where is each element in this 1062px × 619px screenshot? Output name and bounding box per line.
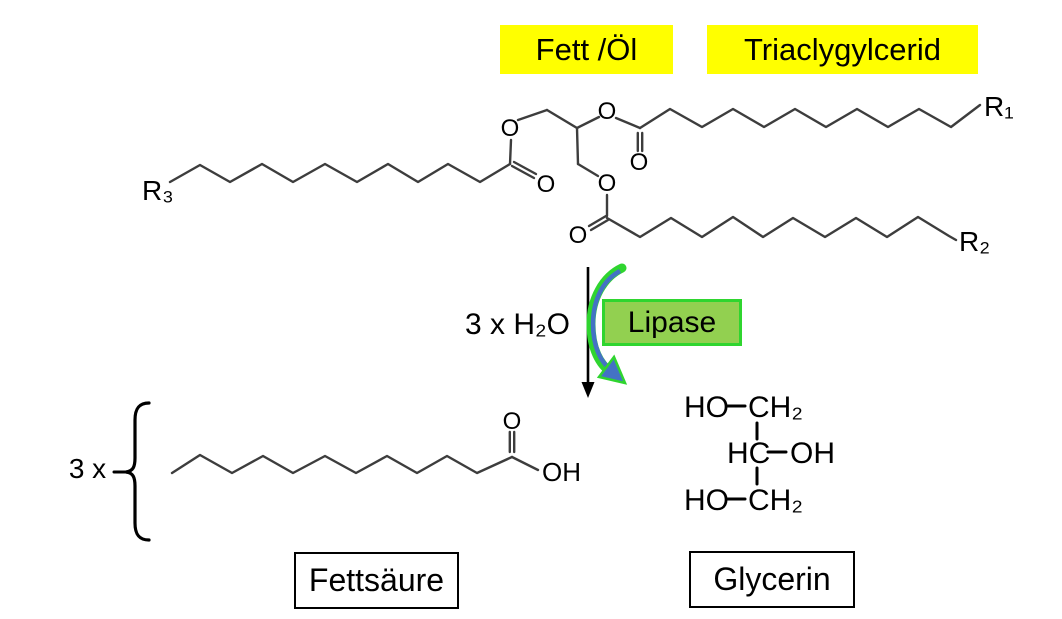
arrow-head [581, 382, 595, 398]
glycerin-name-box: Glycerin [689, 551, 855, 608]
ch2b-o2-bond [576, 162, 600, 178]
glycerin-ho-bottom: HO [684, 484, 729, 517]
triacylglycerid-label: Triaclygylcerid [744, 31, 941, 67]
triglyceride-structure: O O O O R₁ O O R₂ R [142, 91, 1014, 257]
multiplier-label: 3 x [68, 453, 107, 484]
fatty-acid-chain-bonds [170, 453, 514, 475]
lipase-box: Lipase [602, 299, 742, 346]
c3-o-ester-bond [508, 138, 513, 166]
lipase-curved-arrow-icon [586, 263, 628, 385]
c2-dbl-bond-2 [589, 218, 610, 232]
ch-ch2b-bond [575, 126, 580, 166]
r2-chain-bonds [605, 215, 958, 242]
ester1-o-atom: O [598, 98, 617, 125]
glycerin-oh-mid: OH [790, 437, 835, 470]
brace-icon [125, 401, 151, 542]
r1-chain-bonds [638, 103, 982, 130]
fatty-acid-structure: O OH [112, 401, 581, 542]
glycerin-ch2-top: CH₂ [748, 391, 803, 424]
fat-oil-highlight-box: Fett /Öl [500, 25, 673, 74]
fa-carbonyl-o-atom: O [503, 408, 522, 435]
glycerin-hc: HC [727, 437, 770, 470]
fatty-acid-name-box: Fettsäure [294, 552, 459, 609]
fatty-acid-label: Fettsäure [308, 562, 445, 598]
c3-dbl-bond-1 [510, 164, 536, 180]
o3-ch2-bond [516, 108, 549, 122]
fa-oh-atom: OH [542, 457, 581, 487]
glycerin-ho-top: HO [684, 391, 729, 424]
water-label: 3 x H₂O [465, 308, 570, 341]
ch2a-ch-bond [545, 108, 579, 130]
ester2-carbonyl-o-atom: O [569, 222, 588, 249]
c2-dbl-bond-1 [587, 214, 608, 228]
fa-oh-bond [510, 455, 540, 472]
fat-oil-label: Fett /Öl [535, 31, 638, 67]
glycerin-label: Glycerin [713, 561, 831, 597]
glycerin-structure: HO CH₂ HC OH HO CH₂ [684, 391, 835, 517]
glycerin-ch2-bottom: CH₂ [748, 484, 803, 517]
r2-label: R₂ [959, 226, 990, 257]
c3-dbl-bond-2 [512, 160, 538, 176]
lipase-label: Lipase [627, 305, 717, 339]
ester1-carbonyl-o-atom: O [630, 149, 649, 176]
ch-o1-bond [575, 115, 601, 130]
r3-chain-bonds [168, 162, 512, 184]
o1-c1-bond [614, 116, 642, 130]
curved-arrow-head [596, 354, 628, 385]
ester3-o-atom: O [501, 115, 520, 142]
curved-arrow-body [590, 269, 622, 371]
triacylglycerid-highlight-box: Triaclygylcerid [707, 25, 978, 74]
ester3-carbonyl-o-atom: O [537, 171, 556, 198]
r1-label: R₁ [984, 91, 1014, 122]
r3-label: R₃ [142, 175, 174, 206]
ester2-o-atom: O [598, 170, 617, 197]
